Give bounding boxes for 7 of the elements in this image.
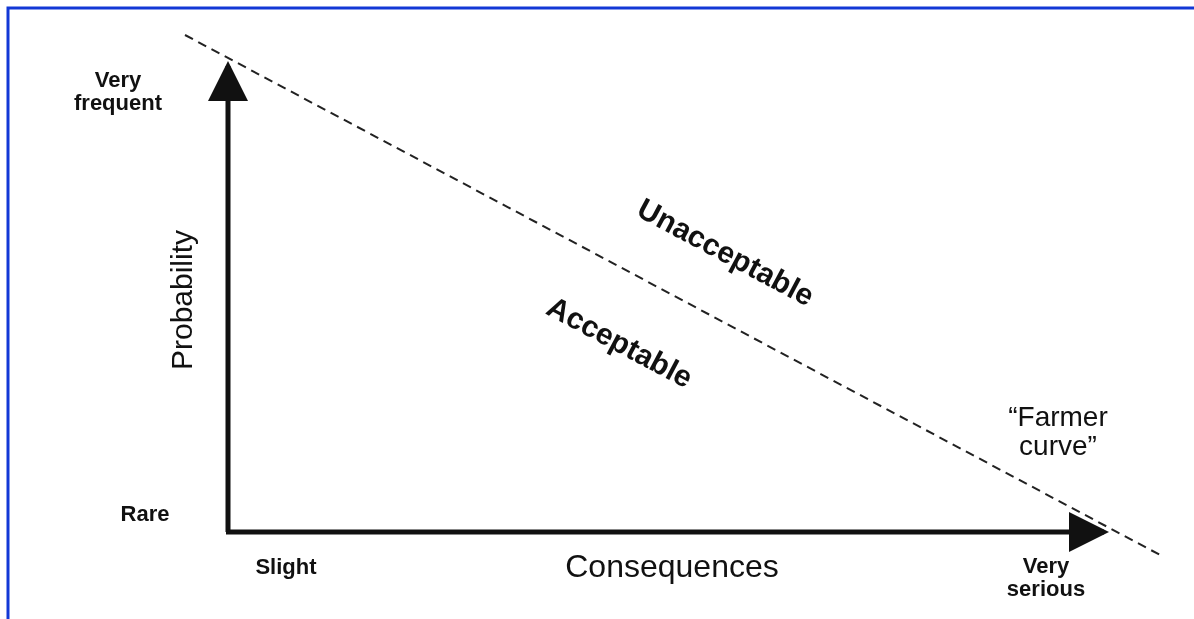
axis-end-label: Very serious <box>1005 553 1087 601</box>
axis-end-label: Slight <box>254 555 318 579</box>
curve-label: “Farmer curve” <box>1007 401 1109 461</box>
axis-end-label: Rare <box>119 502 171 526</box>
axis-title: Consequences <box>564 550 780 584</box>
axis-end-label: Very frequent <box>73 67 163 115</box>
axis-title: Probability <box>166 228 198 373</box>
